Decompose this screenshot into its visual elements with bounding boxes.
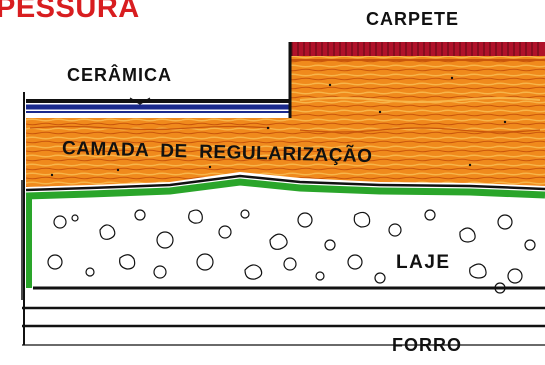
slab-label: LAJE bbox=[396, 252, 451, 273]
screed-layer bbox=[26, 56, 545, 187]
carpet-label: CARPETE bbox=[366, 9, 460, 29]
waterproofing-layer bbox=[25, 174, 545, 288]
ceiling-layer bbox=[22, 306, 545, 346]
left-wall bbox=[21, 92, 25, 345]
ceramic-layer bbox=[26, 97, 290, 113]
carpet-layer bbox=[288, 42, 545, 118]
slab-layer bbox=[33, 187, 545, 294]
page-title: PESSURA bbox=[0, 0, 140, 24]
ceiling-label: FORRO bbox=[392, 335, 462, 355]
ceramic-label: CERÂMICA bbox=[67, 65, 172, 85]
